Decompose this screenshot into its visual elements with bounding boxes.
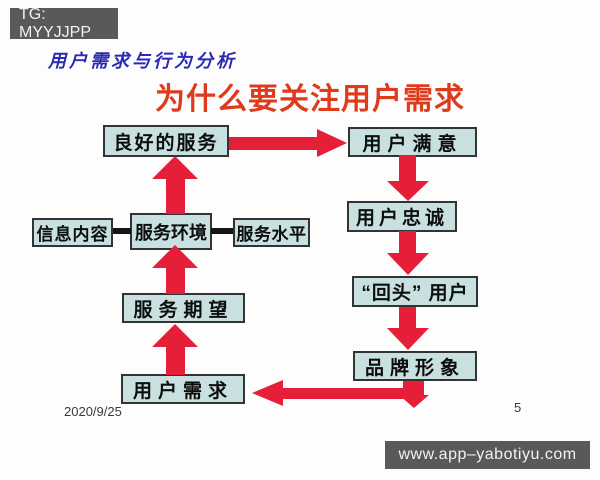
flow-box-user-satisfaction: 用户满意 — [348, 127, 477, 157]
flow-box-good-service: 良好的服务 — [103, 125, 229, 157]
slide-date: 2020/9/25 — [64, 404, 122, 419]
arrow-user-loyalty-to-returning-users-icon — [399, 231, 416, 255]
arrow-right-head-icon — [317, 129, 347, 157]
arrow-good-service-to-user-satisfaction-icon — [229, 137, 319, 150]
arrow-user-satisfaction-to-user-loyalty-icon — [399, 155, 416, 183]
arrow-user-needs-to-service-expectation-icon — [166, 341, 185, 375]
page-number: 5 — [514, 400, 522, 415]
flow-box-user-needs: 用户需求 — [121, 374, 245, 404]
flow-box-brand-image: 品牌形象 — [353, 351, 477, 381]
slide-subtitle: 用户需求与行为分析 — [48, 51, 237, 71]
connector-service-environment-to-service-level — [211, 228, 233, 234]
arrow-returning-users-to-brand-image-icon — [399, 307, 416, 330]
website-watermark-badge: www.app–yabotiyu.com — [385, 441, 590, 469]
arrow-left-head-icon — [252, 380, 283, 406]
flow-box-service-level: 服务水平 — [233, 218, 310, 247]
slide-title: 为什么要关注用户需求 — [155, 83, 465, 116]
arrow-service-environment-to-good-service-icon — [166, 177, 185, 214]
arrow-up-head-icon — [152, 245, 198, 268]
arrow-service-expectation-to-service-environment-icon — [166, 266, 185, 294]
flow-box-service-expectation: 服务期望 — [122, 293, 245, 323]
arrow-up-head-icon — [152, 324, 198, 347]
connector-info-content-to-service-environment — [113, 228, 131, 234]
arrow-down-head-icon — [387, 328, 429, 350]
arrow-up-head-icon — [152, 156, 198, 179]
arrow-down-head-icon — [387, 181, 429, 201]
flow-box-returning-users: “回头” 用户 — [352, 276, 478, 307]
telegram-watermark-badge: TG: MYYJJPP — [10, 6, 118, 41]
arrow-brand-image-to-user-needs-horizontal-icon — [282, 388, 418, 399]
flow-box-user-loyalty: 用户忠诚 — [347, 201, 457, 232]
flow-box-service-environment: 服务环境 — [130, 213, 212, 250]
flow-box-info-content: 信息内容 — [32, 218, 113, 247]
arrow-down-head-icon — [387, 253, 429, 275]
